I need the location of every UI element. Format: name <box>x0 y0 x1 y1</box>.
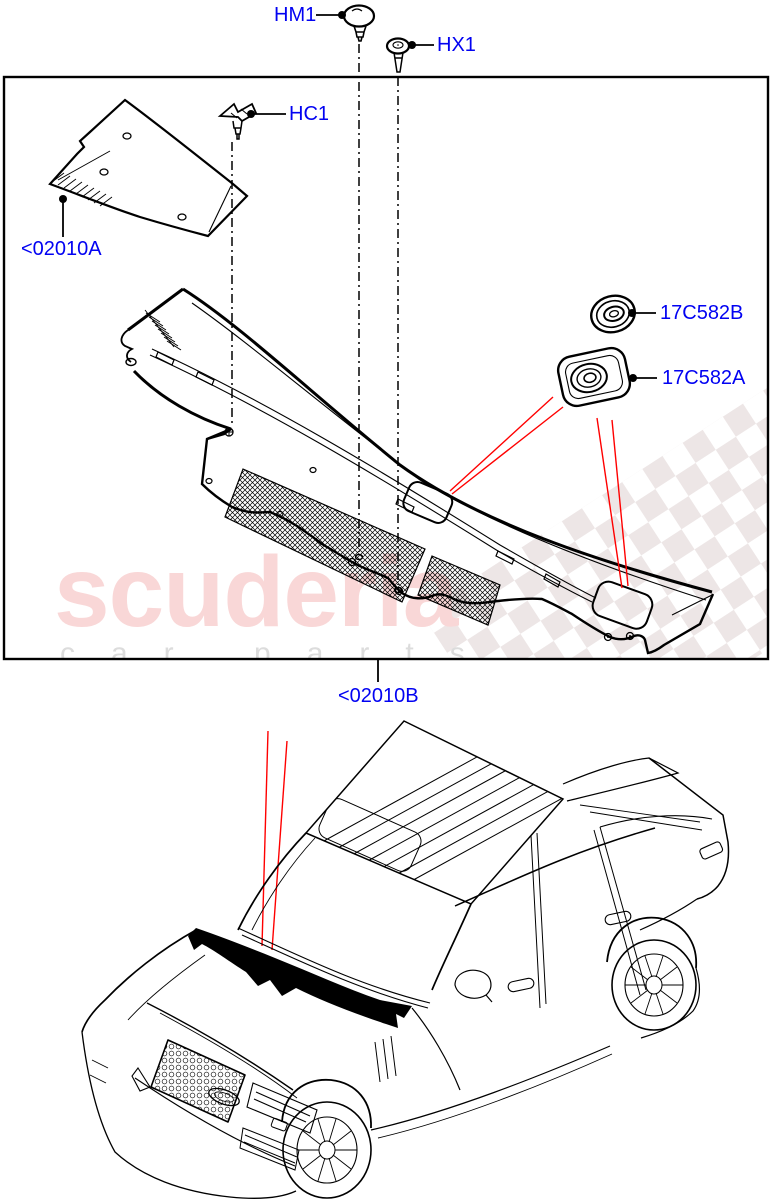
red-callout-lines <box>261 396 629 951</box>
parts-box-frame <box>2 75 770 661</box>
highlighted-cowl-location <box>188 928 412 1028</box>
part-label-17c582b[interactable]: 17C582B <box>660 302 744 324</box>
part-label-02010b[interactable]: <02010B <box>338 685 419 707</box>
callout-leader-lines <box>59 11 657 682</box>
part-label-hx1[interactable]: HX1 <box>437 34 476 56</box>
cover-17c582a-drawing <box>556 346 632 408</box>
part-label-02010a[interactable]: <02010A <box>21 238 102 260</box>
rear-wheel <box>611 939 697 1031</box>
fastener-hx1-icon <box>385 37 411 73</box>
cowl-panel-drawing <box>120 287 715 655</box>
part-label-hc1[interactable]: HC1 <box>289 103 330 125</box>
cowl-extension-panel-drawing <box>48 98 249 238</box>
fastener-hc1-icon <box>217 102 258 140</box>
part-label-17c582a[interactable]: 17C582A <box>662 367 746 389</box>
fastener-hm1-icon <box>342 4 376 42</box>
vehicle-drawing <box>81 720 730 1199</box>
front-wheel <box>282 1101 372 1199</box>
part-label-hm1[interactable]: HM1 <box>274 4 317 26</box>
watermark-tagline: car parts <box>60 637 501 659</box>
grommet-17c582b-drawing <box>590 294 636 334</box>
